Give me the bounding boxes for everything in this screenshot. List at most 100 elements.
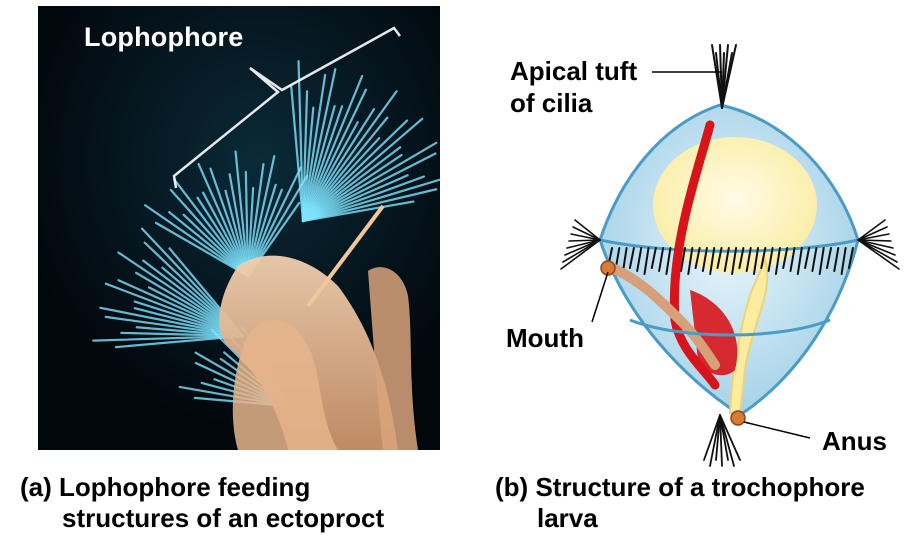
- tuft-cilium: [721, 44, 737, 109]
- cilium: [731, 247, 738, 275]
- cilium: [680, 247, 686, 272]
- mouth-label: Mouth: [506, 323, 584, 353]
- cilium: [628, 247, 635, 269]
- tentacle: [301, 178, 440, 223]
- zooid-body: [232, 319, 338, 450]
- tentacle: [173, 178, 250, 278]
- telotroch-cilium: [719, 414, 741, 461]
- tentacle: [301, 152, 437, 223]
- apical-tuft-label-line2: of cilia: [510, 88, 593, 118]
- apical-tuft: [711, 44, 737, 109]
- tentacle: [246, 155, 276, 278]
- ectoproct-illustration: [38, 6, 440, 450]
- prototroch-band: [599, 238, 859, 253]
- tentacle: [144, 204, 250, 278]
- caption-b-prefix: (b): [495, 472, 529, 502]
- tentacle: [104, 315, 245, 338]
- tentacle: [244, 170, 250, 278]
- tentacle: [301, 88, 367, 223]
- cilium: [570, 233, 601, 241]
- anus-label: Anus: [822, 426, 887, 456]
- cilium: [760, 247, 767, 269]
- cilium: [833, 247, 840, 272]
- tentacle: [154, 221, 250, 278]
- cilium: [804, 247, 811, 269]
- tentacle: [301, 117, 424, 223]
- cilium: [857, 239, 894, 249]
- cilium: [560, 239, 601, 270]
- caption-a: (a) Lophophore feeding: [20, 472, 310, 502]
- tentacle: [301, 108, 376, 223]
- cilium: [643, 247, 650, 275]
- cilium: [723, 247, 730, 272]
- tentacle: [301, 106, 315, 223]
- tentacle: [301, 74, 364, 223]
- cilium: [572, 226, 601, 241]
- cilium: [857, 239, 896, 256]
- caption-a-line1: Lophophore feeding: [59, 472, 311, 502]
- tentacle: [234, 150, 250, 278]
- telotroch-cilium: [715, 414, 721, 461]
- tentacle: [301, 174, 409, 223]
- tentacle: [114, 334, 245, 349]
- cilium: [789, 247, 796, 272]
- tentacle: [197, 162, 250, 278]
- cilium: [650, 247, 657, 269]
- cilium: [774, 247, 781, 275]
- tentacle: [301, 68, 337, 223]
- tentacle: [301, 104, 336, 223]
- tentacle: [246, 162, 265, 278]
- esophagus: [607, 263, 720, 370]
- cilium: [857, 239, 892, 242]
- tentacle: [301, 153, 403, 223]
- tentacle: [301, 105, 344, 223]
- tentacle: [301, 200, 415, 223]
- cilium: [840, 247, 847, 275]
- cilium: [658, 247, 665, 272]
- mouth-leader: [591, 271, 609, 323]
- tentacle: [301, 121, 359, 223]
- cilium: [564, 239, 601, 256]
- cilium: [701, 247, 708, 272]
- cilium: [687, 247, 694, 275]
- tentacle: [209, 167, 250, 278]
- tentacle: [169, 188, 250, 278]
- anus-opening: [730, 410, 746, 426]
- cilium: [818, 247, 825, 275]
- caption-a-prefix: (a): [20, 472, 52, 502]
- tentacle: [224, 189, 250, 278]
- tentacle: [182, 213, 250, 278]
- lophophore-bracket: [172, 26, 401, 189]
- cilium: [811, 247, 818, 272]
- telotroch-cilium: [703, 414, 721, 461]
- cilium: [566, 239, 601, 249]
- cilium: [782, 247, 789, 269]
- cilium: [745, 247, 752, 272]
- tentacle: [228, 173, 250, 278]
- cilium: [716, 247, 723, 269]
- cilium: [738, 247, 745, 269]
- tentacle: [301, 73, 327, 223]
- telotroch-cilium: [719, 414, 723, 467]
- cilium: [574, 219, 601, 241]
- tentacle: [301, 175, 426, 223]
- tentacle: [196, 196, 250, 278]
- tentacle: [297, 60, 305, 223]
- cilium: [568, 239, 601, 242]
- cilium: [636, 247, 643, 272]
- anus-leader: [743, 421, 811, 439]
- cilium: [694, 247, 701, 269]
- tentacle: [301, 188, 438, 223]
- ectoproct-photo: Lophophore: [38, 6, 440, 450]
- cilium: [847, 247, 854, 269]
- tentacle: [290, 84, 305, 223]
- cilium: [665, 247, 672, 275]
- spine: [306, 204, 385, 308]
- trochophore-illustration: [560, 44, 900, 467]
- lophophore-label: Lophophore: [84, 22, 244, 52]
- apical-tuft-label-line1: Apical tuft: [510, 56, 638, 86]
- trochophore-diagram: Apical tuft of cilia Mouth Anus: [500, 30, 912, 480]
- tentacle: [99, 306, 245, 338]
- tentacle: [301, 90, 398, 223]
- red-nephridium: [669, 120, 720, 390]
